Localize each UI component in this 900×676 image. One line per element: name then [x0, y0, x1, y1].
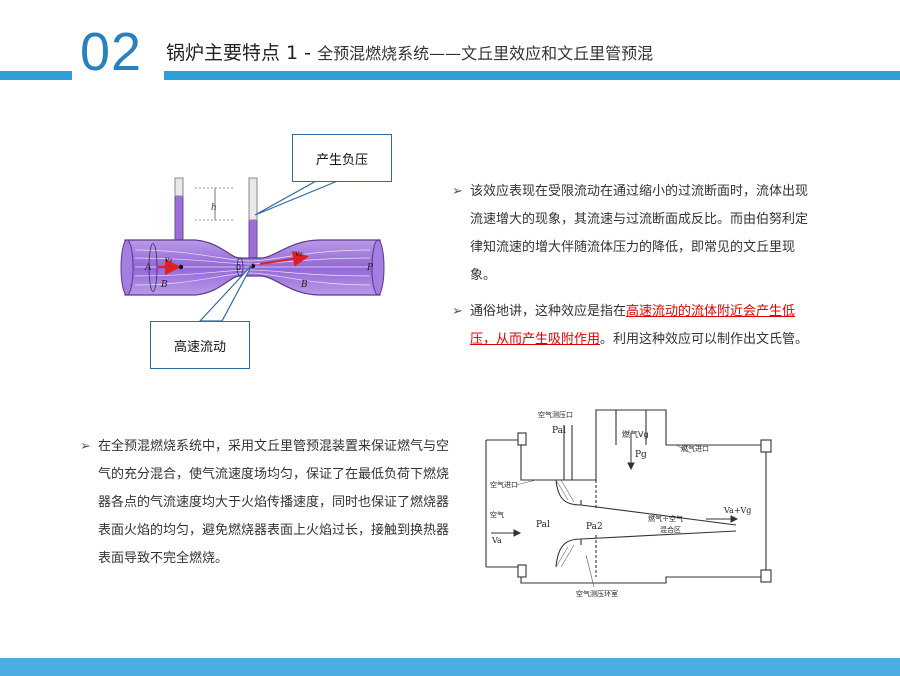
title-sub: 全预混燃烧系统——文丘里效应和文丘里管预混	[317, 44, 654, 63]
label-mix2: 混合区	[660, 525, 681, 534]
label-air-inlet: 空气进口	[490, 480, 518, 489]
header-bar-left	[0, 71, 72, 80]
velocity-arrow-v2	[259, 250, 309, 267]
label-B2: B	[300, 280, 308, 290]
highlight-text: 高速流动的流体附近会产生低压，从而产生吸附作用	[470, 304, 796, 347]
label-v1: v₁	[165, 255, 173, 264]
label-pal-top: Pal	[552, 426, 566, 436]
right-text-block: ➢该效应表现在受限流动在通过缩小的过流断面时，流体出现流速增大的现象，其流速与过…	[452, 178, 817, 354]
callout-high-speed-flow: 高速流动	[150, 321, 250, 369]
label-gas-inlet: 燃气进口	[681, 444, 709, 453]
label-pg: Pg	[635, 450, 647, 460]
label-va: Va	[491, 536, 502, 545]
label-P: P	[366, 263, 374, 273]
label-air: 空气	[490, 510, 504, 519]
label-gas-vg: 燃气Vg	[622, 429, 649, 439]
manometer-right-top	[248, 177, 258, 221]
left-text-block: ➢在全预混燃烧系统中，采用文丘里管预混装置来保证燃气与空气的充分混合，使气流速度…	[80, 433, 455, 573]
label-air-pressure-port: 空气测压口	[538, 410, 573, 419]
footer-bar	[0, 658, 900, 676]
bullet-plain-explanation: ➢通俗地讲，这种效应是指在高速流动的流体附近会产生低压，从而产生吸附作用。利用这…	[452, 298, 817, 354]
label-pressure-chamber: 空气测压环室	[576, 589, 618, 598]
manometer-left-top	[174, 177, 184, 197]
label-v2: v₂	[295, 249, 303, 258]
label-B: B	[160, 280, 168, 290]
bullet-arrow-icon: ➢	[452, 184, 463, 199]
bullet-arrow-icon: ➢	[452, 304, 463, 319]
label-pal: Pal	[536, 520, 550, 530]
tube-inlet-end	[120, 239, 134, 296]
premix-device-diagram: 空气测压口 Pal 燃气Vg Pg 燃气进口 空气进口 空气 Va Pal Pa…	[485, 409, 772, 598]
title-main: 锅炉主要特点 1	[166, 42, 299, 64]
bullet-venturi-effect: ➢该效应表现在受限流动在通过缩小的过流断面时，流体出现流速增大的现象，其流速与过…	[452, 178, 817, 290]
callout-negative-pressure: 产生负压	[292, 134, 392, 182]
label-va-vg: Va+Vg	[723, 506, 751, 515]
label-zero: 0	[236, 263, 241, 272]
label-mix1: 燃气＋空气	[648, 514, 683, 523]
tube-outlet-end	[371, 239, 385, 296]
section-number: 02	[80, 22, 143, 82]
label-pa2: Pa2	[586, 522, 603, 532]
title-separator: -	[298, 42, 318, 64]
label-h: h	[211, 203, 217, 213]
page-title: 锅炉主要特点 1 - 全预混燃烧系统——文丘里效应和文丘里管预混	[166, 38, 653, 65]
label-A: A	[144, 263, 152, 273]
bullet-premix-system: ➢在全预混燃烧系统中，采用文丘里管预混装置来保证燃气与空气的充分混合，使气流速度…	[80, 433, 455, 573]
header-bar-right	[164, 71, 900, 80]
bullet-arrow-icon: ➢	[80, 439, 91, 454]
